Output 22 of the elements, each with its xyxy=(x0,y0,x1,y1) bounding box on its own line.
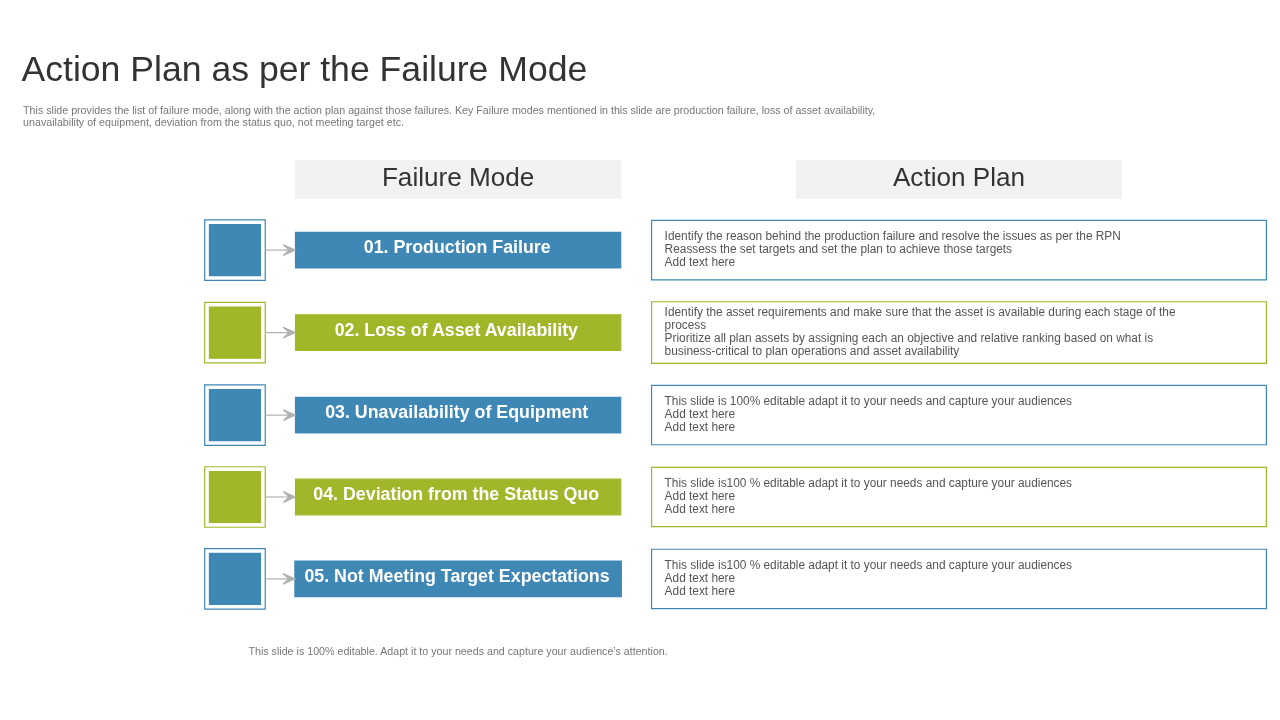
arrow xyxy=(264,490,296,503)
node-box xyxy=(204,547,266,610)
node-box xyxy=(204,301,266,363)
arrow xyxy=(264,408,296,421)
node-box: Identify the reason behind the production failure and resolve the issues as per the RPN Reassess the set targets and set the plan to achieve those targets Add text here xyxy=(650,219,1267,280)
arrow xyxy=(264,243,296,256)
node-box: Identify the asset requirements and make sure that the asset is available during each stage of the process Prioritize all plan assets by assigning each an objective and relative ranking based on what is business-critical to plan operations and asset availability xyxy=(650,300,1267,364)
node-box: 03. Unavailability of Equipment xyxy=(294,396,622,433)
node-box xyxy=(204,218,266,281)
node-box xyxy=(204,383,266,446)
caption: This slide is 100% editable. Adapt it to your needs and capture your audience’s attention. xyxy=(248,644,668,656)
node-box: This slide is100 % editable adapt it to your needs and capture your audiences Add text here Add text here xyxy=(650,548,1267,609)
node-box: 05. Not Meeting Target Expectations xyxy=(294,560,622,597)
node-box: This slide is100 % editable adapt it to your needs and capture your audiences Add text here Add text here xyxy=(650,466,1267,527)
node-box: 04. Deviation from the Status Quo xyxy=(294,478,622,515)
arrow xyxy=(264,572,296,585)
node-box xyxy=(204,465,266,528)
node-box: 01. Production Failure xyxy=(294,231,622,268)
diagram-title: Action Plan as per the Failure Mode xyxy=(21,48,588,89)
label: This slide provides the list of failure mode, along with the action plan against those failures. Key Failure modes mentioned in this slide are production failure, loss of asset availability, unavailability of equipment, deviation from the status quo, not meeting target etc. xyxy=(23,103,876,128)
node-box: This slide is 100% editable adapt it to your needs and capture your audiences Add text here Add text here xyxy=(650,384,1267,445)
node-box: 02. Loss of Asset Availability xyxy=(294,313,622,351)
